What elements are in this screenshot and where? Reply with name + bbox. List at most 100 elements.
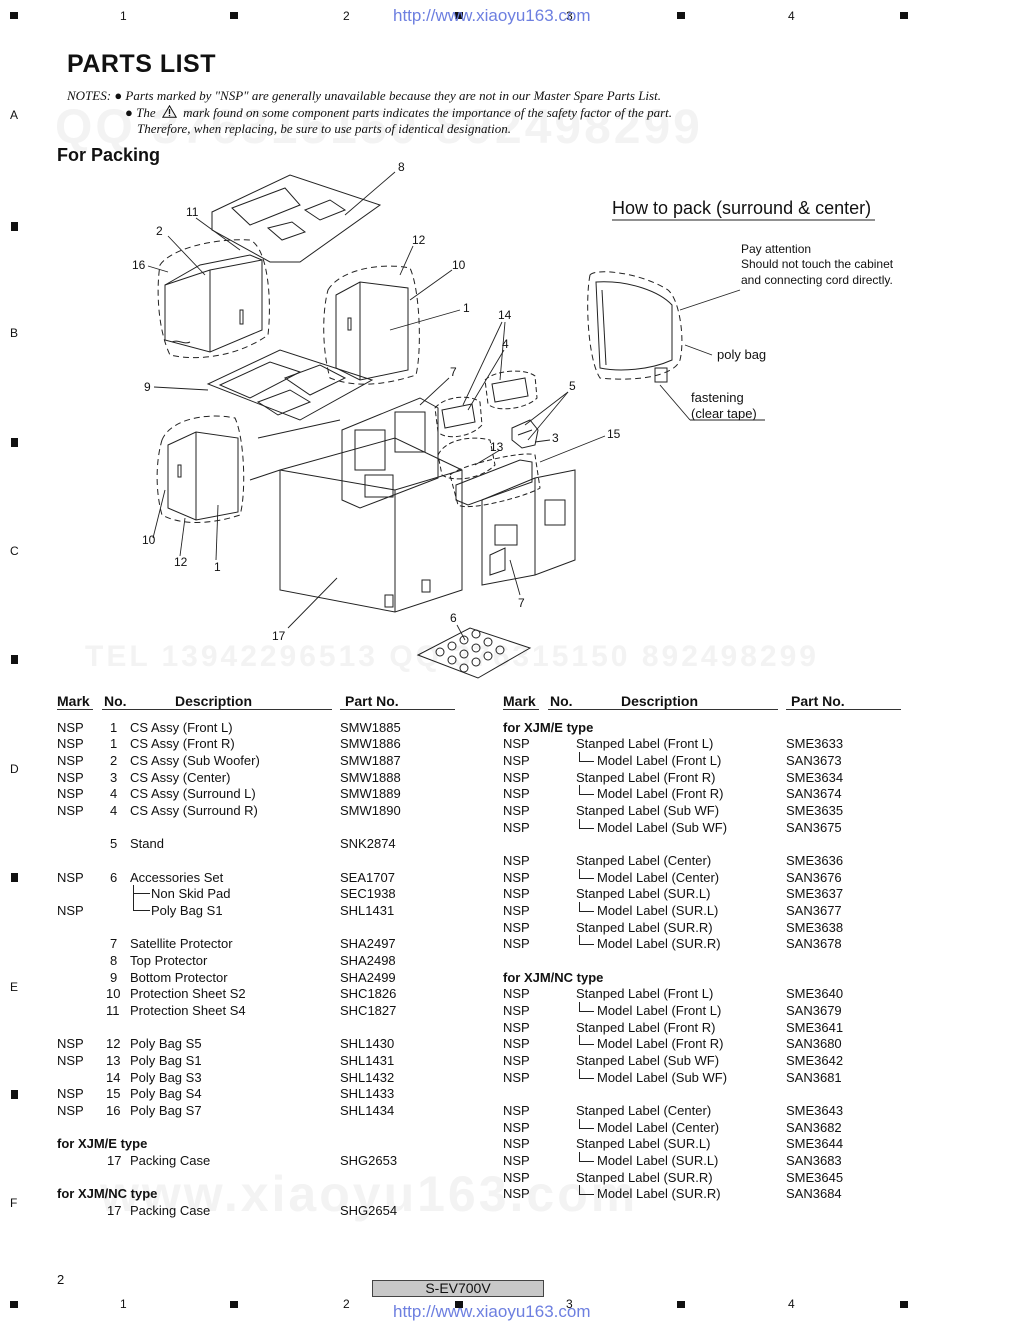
bullet-icon: ●: [114, 88, 123, 103]
how-to-pack-title: How to pack (surround & center): [612, 198, 871, 218]
ruler-number: 2: [343, 9, 350, 23]
description-cell: Satellite Protector: [130, 936, 233, 951]
description-cell: Stanped Label (SUR.R): [576, 1170, 713, 1185]
part-no-cell: SAN3677: [786, 903, 842, 918]
surround-speaker-drawing: [434, 370, 538, 438]
side-letter: B: [10, 326, 19, 340]
description-cell: Stanped Label (Center): [576, 1103, 712, 1118]
mark-cell: NSP: [503, 870, 530, 885]
no-cell: 11: [106, 1003, 120, 1018]
mark-cell: NSP: [57, 803, 84, 818]
part-no-cell: SHA2498: [340, 953, 396, 968]
part-no-cell: SMW1885: [340, 720, 401, 735]
page-number: 2: [57, 1272, 65, 1287]
pay-attention-text: and connecting cord directly.: [741, 273, 893, 287]
header-url[interactable]: http://www.xiaoyu163.com: [393, 6, 591, 25]
tree-connector: [133, 893, 150, 911]
ruler-number: 1: [120, 1297, 127, 1311]
fastening-label: (clear tape): [691, 406, 757, 421]
description-cell: Stanped Label (Front R): [576, 770, 716, 785]
part-no-cell: SME3644: [786, 1136, 844, 1151]
part-no-cell: SME3641: [786, 1020, 844, 1035]
tree-connector: [579, 785, 594, 795]
part-no-cell: SME3640: [786, 986, 844, 1001]
description-cell: Stanped Label (Center): [576, 853, 712, 868]
no-cell: 4: [110, 803, 118, 818]
description-cell: Model Label (SUR.R): [597, 1186, 721, 1201]
no-cell: 1: [110, 736, 118, 751]
description-cell: Stanped Label (Front L): [576, 986, 714, 1001]
callout-number: 11: [186, 205, 199, 219]
part-no-cell: SME3635: [786, 803, 844, 818]
description-cell: Stanped Label (SUR.L): [576, 1136, 711, 1151]
pay-attention-text: Should not touch the cabinet: [741, 257, 894, 271]
no-cell: 2: [110, 753, 118, 768]
mark-cell: NSP: [503, 736, 530, 751]
description-cell: Poly Bag S7: [130, 1103, 202, 1118]
tree-connector: [579, 1152, 594, 1162]
callout-number: 8: [398, 160, 405, 174]
ruler-number: 1: [120, 9, 127, 23]
side-letter: D: [10, 762, 19, 776]
part-no-cell: SME3643: [786, 1103, 844, 1118]
no-cell: 7: [110, 936, 118, 951]
mark-cell: NSP: [503, 770, 530, 785]
part-no-cell: SAN3675: [786, 820, 842, 835]
bullet-icon: ●: [125, 104, 133, 120]
description-cell: Model Label (SUR.L): [597, 1153, 719, 1168]
mark-cell: NSP: [57, 770, 84, 785]
part-no-cell: SAN3683: [786, 1153, 842, 1168]
tree-connector: [579, 1002, 594, 1012]
description-cell: Stanped Label (Sub WF): [576, 803, 720, 818]
note-line: Parts marked by "NSP" are generally unav…: [125, 88, 661, 103]
mark-cell: NSP: [503, 920, 530, 935]
front-speaker-drawing: [156, 415, 245, 523]
part-no-cell: SAN3684: [786, 1186, 842, 1201]
part-no-cell: SAN3673: [786, 753, 842, 768]
part-no-cell: SMW1889: [340, 786, 401, 801]
table-row: NSP Stanped Label (Front R) SME3634: [503, 770, 903, 786]
part-no-cell: SMW1886: [340, 736, 401, 751]
header-no: No.: [550, 693, 573, 709]
side-letter: F: [10, 1196, 18, 1210]
part-no-cell: SHL1431: [340, 1053, 395, 1068]
description-cell: Poly Bag S1: [130, 1053, 202, 1068]
callout-number: 16: [132, 258, 146, 272]
description-cell: Model Label (Center): [597, 1120, 720, 1135]
table-row: NSP Stanped Label (Front L) SME3640: [503, 986, 903, 1002]
description-cell: Model Label (Center): [597, 870, 720, 885]
pay-attention-text: Pay attention: [741, 242, 811, 256]
mark-cell: NSP: [57, 903, 84, 918]
section-heading: for XJM/NC type: [503, 970, 604, 985]
part-no-cell: SME3634: [786, 770, 844, 785]
description-cell: Stanped Label (SUR.L): [576, 886, 711, 901]
note-line: The: [136, 104, 156, 120]
footer-url[interactable]: http://www.xiaoyu163.com: [393, 1302, 591, 1321]
description-cell: Stanped Label (Front R): [576, 1020, 716, 1035]
description-cell: CS Assy (Front R): [130, 736, 235, 751]
description-cell: Accessories Set: [130, 870, 224, 885]
mark-cell: NSP: [503, 1036, 530, 1051]
mark-cell: NSP: [503, 986, 530, 1001]
accessories-set-drawing: [416, 627, 532, 679]
part-no-cell: SAN3679: [786, 1003, 842, 1018]
part-no-cell: SHL1431: [340, 903, 395, 918]
no-cell: 15: [106, 1086, 121, 1101]
no-cell: 5: [110, 836, 118, 851]
part-no-cell: SAN3676: [786, 870, 842, 885]
